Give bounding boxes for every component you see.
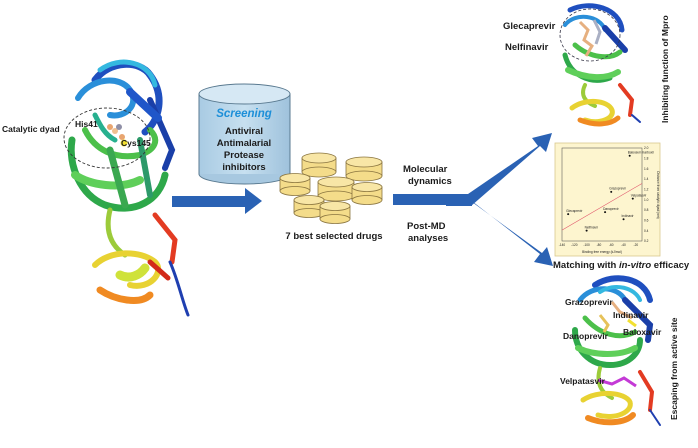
arrow-screening-to-selected: [172, 188, 262, 214]
catalytic-dyad-label: Catalytic dyad: [2, 124, 60, 134]
chart-x-tick: -60: [609, 243, 614, 247]
chart-xlabel: Binding free energy (kJ/mol): [582, 250, 622, 254]
baloxavir-label: Baloxavir: [623, 327, 662, 337]
chart-trendline: [561, 183, 643, 231]
grazoprevir-label: Grazoprevir: [565, 297, 613, 307]
chart-x-tick: -100: [583, 243, 590, 247]
branch-arrows: [446, 133, 553, 266]
protein-bottom-structure: [572, 275, 661, 426]
protein-top-structure: [559, 3, 641, 127]
chart-point-label: Baloxavir marboxil: [628, 151, 654, 155]
chart-point: [585, 229, 588, 232]
chart-point-label: Glecaprevir: [566, 209, 583, 213]
velpatasvir-label: Velpatasvir: [560, 376, 606, 386]
chart-x-tick: -120: [571, 243, 578, 247]
protein-left-structure: [63, 59, 190, 317]
chart-ylabel: Distance from catalytic dyad (nm): [656, 171, 660, 218]
chart-y-tick: 0.8: [644, 208, 649, 212]
chart-x-tick: -40: [621, 243, 626, 247]
chart-point: [622, 218, 625, 221]
chart-frame: [561, 147, 643, 242]
chart-point-label: Velpatasvir: [631, 193, 648, 197]
chart-x-tick: -20: [634, 243, 639, 247]
chart-y-tick: 0.2: [644, 239, 649, 243]
chart-point-label: Indinavir: [622, 214, 635, 218]
danoprevir-label: Danoprevir: [563, 331, 609, 341]
arrow-selected-to-md: [393, 194, 453, 205]
post-md-label-line-2: analyses: [408, 233, 448, 244]
cys145-label: Cys145: [121, 138, 151, 148]
screening-line-antimalarial: Antimalarial: [217, 138, 271, 149]
his41-label: His41: [75, 119, 98, 129]
screening-title: Screening: [216, 108, 272, 120]
chart-x-tick: -80: [597, 243, 602, 247]
nelfinavir-label: Nelfinavir: [505, 42, 549, 53]
chart-point-label: Nelfinavir: [585, 225, 599, 229]
chart-background: [554, 142, 661, 257]
selected-drugs-label: 7 best selected drugs: [285, 231, 382, 242]
chart-x-tick: -140: [559, 243, 566, 247]
chart-point-label: Grazoprevir: [609, 187, 627, 191]
chart-y-tick: 1.2: [644, 188, 649, 192]
inhibiting-side-label: Inhibiting function of Mpro: [660, 15, 670, 123]
escaping-side-label: Escaping from active site: [669, 317, 679, 420]
screening-line-protease: Protease: [224, 150, 264, 161]
screening-line-antiviral: Antiviral: [225, 126, 263, 137]
chart-y-tick: 0.4: [644, 229, 649, 233]
matching-caption-em: in-vitro: [619, 260, 651, 271]
md-label-line-2: dynamics: [408, 176, 452, 187]
matching-caption: Matching with in-vitro efficacy: [553, 260, 690, 271]
chart-y-tick: 1.6: [644, 167, 649, 171]
selected-drug-discs: [279, 152, 383, 224]
chart-point: [631, 197, 634, 200]
indinavir-label: Indinavir: [613, 310, 649, 320]
screening-line-inhibitors: inhibitors: [222, 162, 265, 173]
matching-caption-post: efficacy: [651, 260, 690, 271]
glecaprevir-label: Glecaprevir: [503, 21, 556, 32]
chart-y-tick: 1.8: [644, 157, 649, 161]
chart-point: [610, 190, 613, 193]
chart-point-label: Danoprevir: [603, 207, 620, 211]
chart-y-tick: 1.0: [644, 198, 649, 202]
matching-caption-pre: Matching with: [553, 260, 619, 271]
chart-point: [628, 154, 631, 157]
chart-point: [567, 213, 570, 216]
chart-point: [604, 211, 607, 214]
scatter-chart: Baloxavir marboxilGrazoprevirVelpatasvir…: [554, 142, 661, 257]
chart-y-tick: 0.6: [644, 219, 649, 223]
md-label-line-1: Molecular: [403, 164, 448, 175]
post-md-label-line-1: Post-MD: [407, 221, 446, 232]
chart-y-tick: 2.0: [644, 146, 649, 150]
chart-y-tick: 1.4: [644, 177, 649, 181]
